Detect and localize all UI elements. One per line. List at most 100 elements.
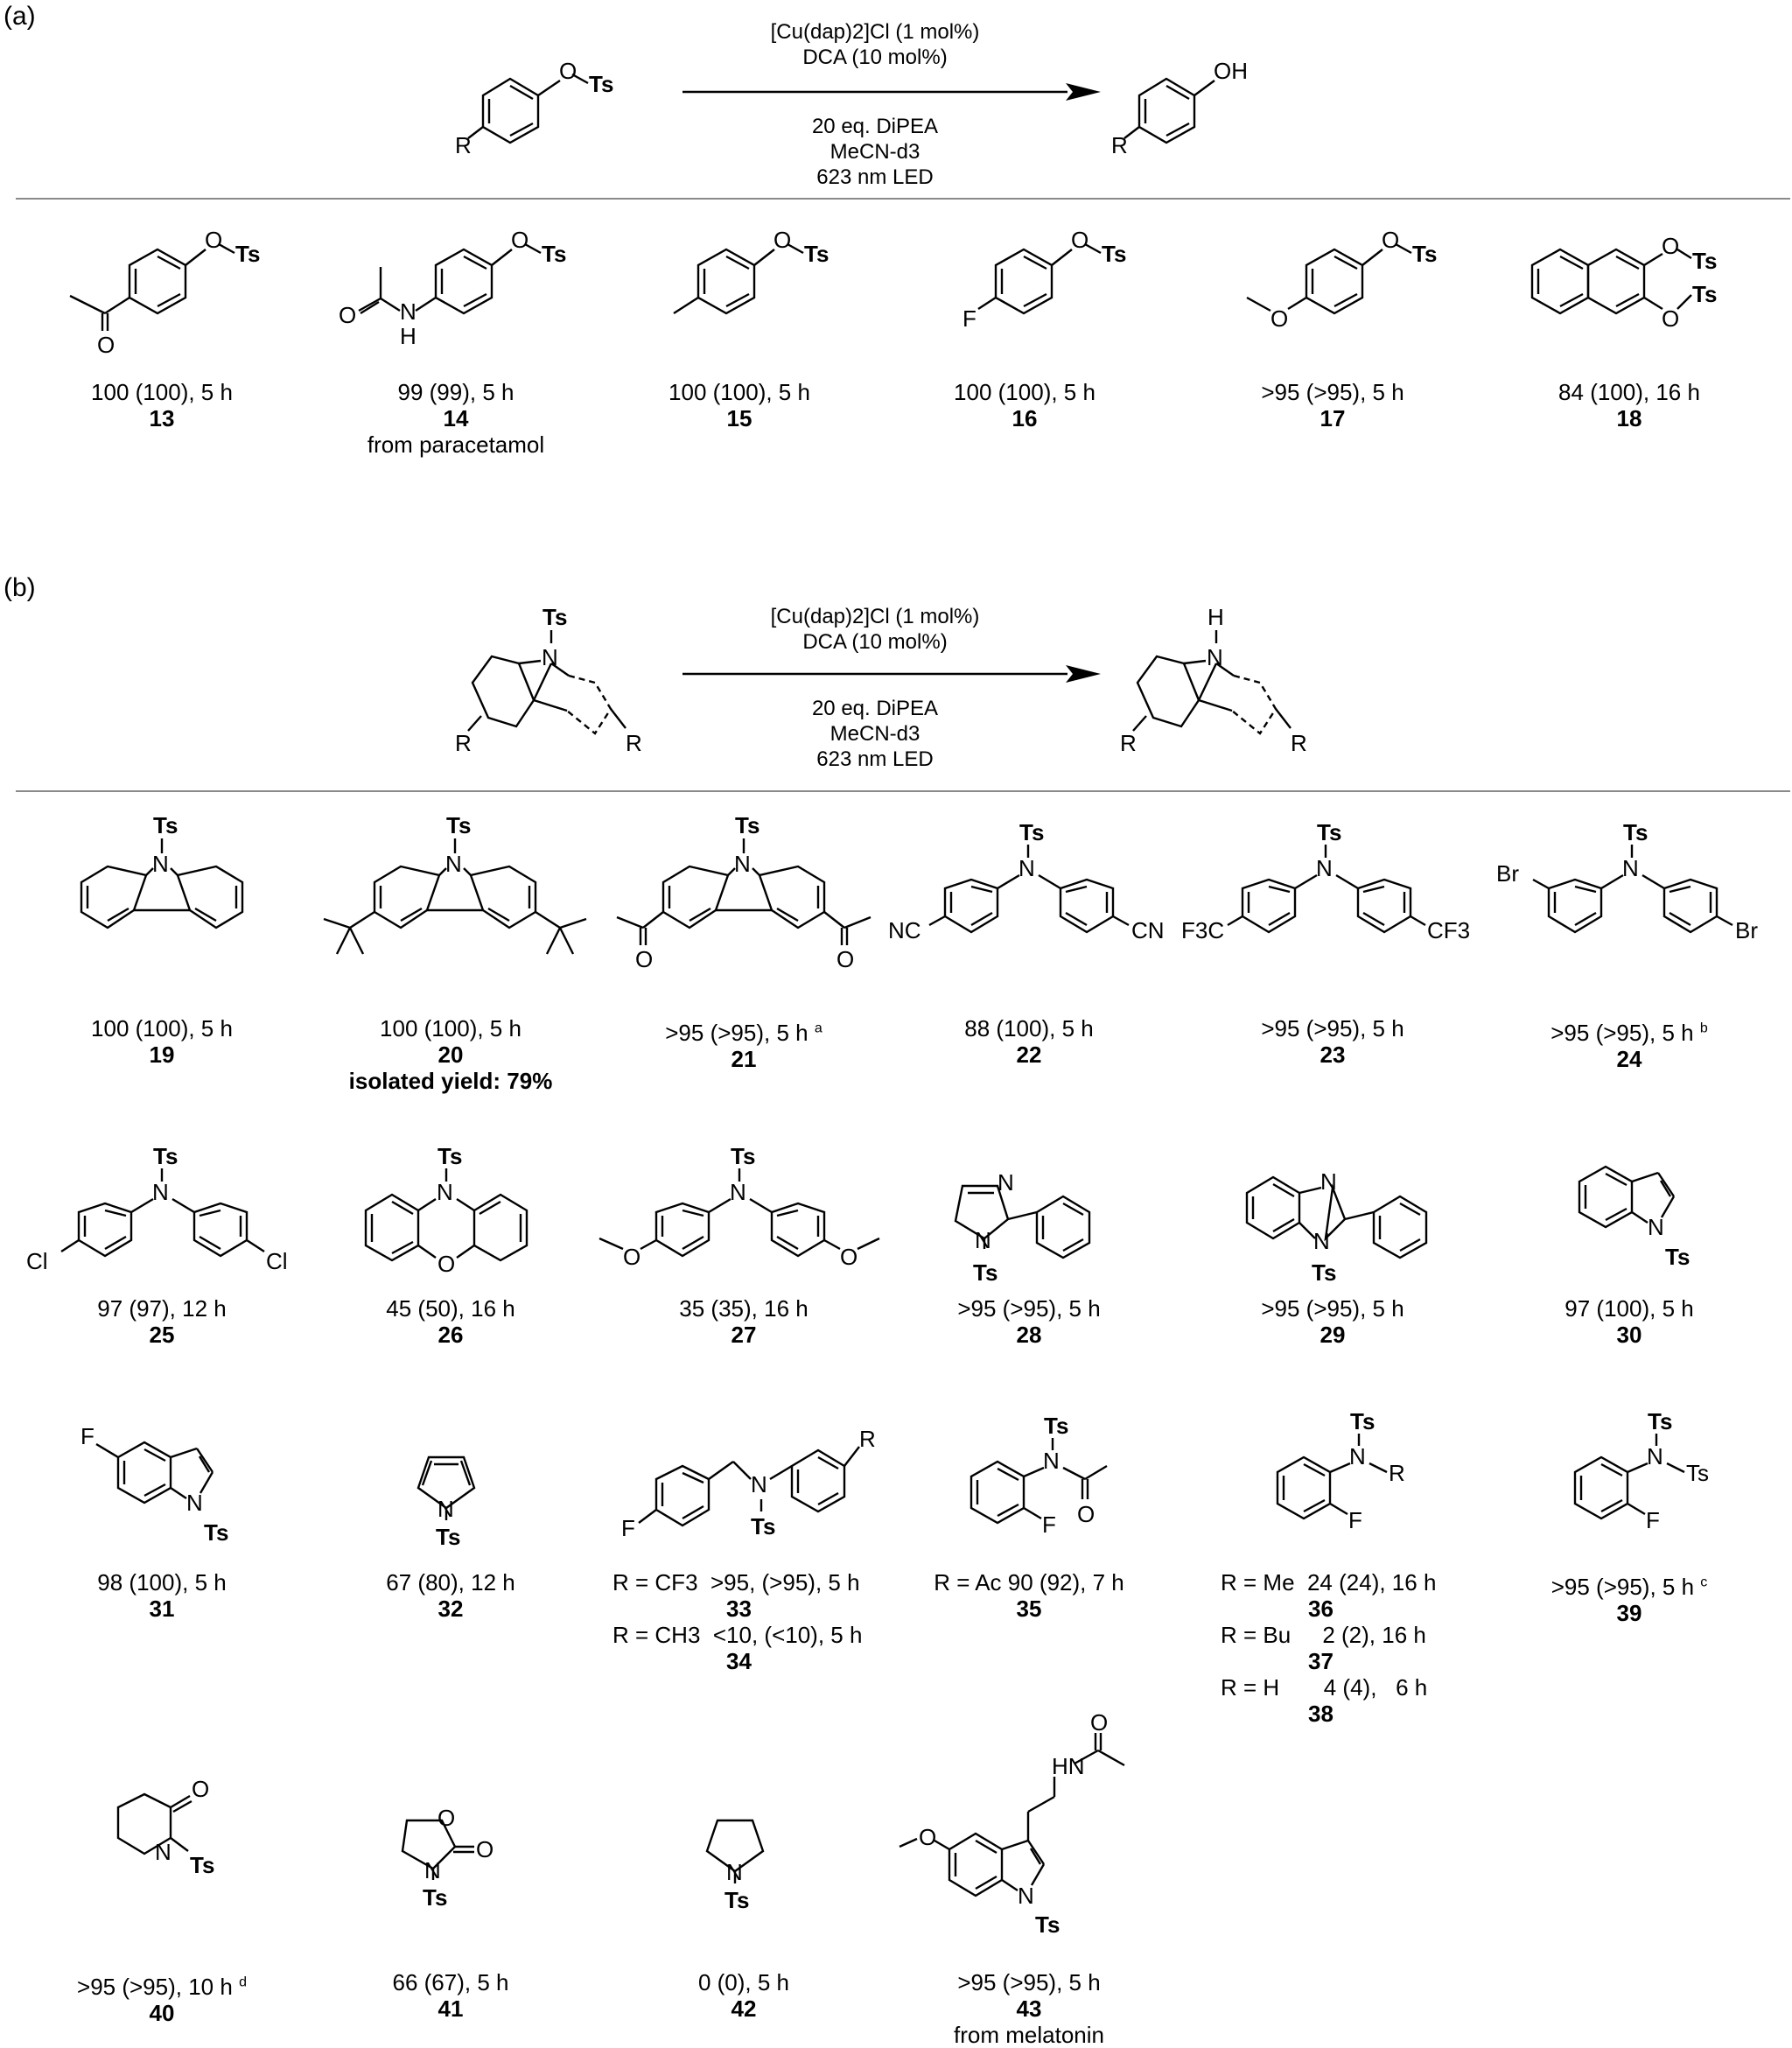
svg-text:Ts: Ts xyxy=(542,604,567,630)
cocatalyst-text: DCA (10 mol%) xyxy=(802,46,948,69)
svg-text:N: N xyxy=(445,851,462,877)
structure-25: Ts N Cl Cl xyxy=(18,1142,298,1291)
svg-text:Ts: Ts xyxy=(438,1143,462,1169)
svg-text:O: O xyxy=(205,227,222,253)
svg-text:N: N xyxy=(1316,855,1333,881)
svg-text:R: R xyxy=(1120,730,1137,756)
svg-text:Cl: Cl xyxy=(26,1248,48,1274)
structure-27: Ts N O O xyxy=(586,1142,892,1291)
svg-text:Ts: Ts xyxy=(190,1852,214,1878)
svg-text:Br: Br xyxy=(1735,917,1758,943)
svg-text:O: O xyxy=(1662,305,1679,332)
svg-text:N: N xyxy=(751,1471,767,1497)
structure-28: N N Ts xyxy=(936,1151,1129,1300)
base-text: 20 eq. DiPEA xyxy=(811,115,939,138)
svg-text:N: N xyxy=(1313,1228,1330,1254)
svg-text:N: N xyxy=(152,1179,169,1205)
svg-text:F: F xyxy=(80,1423,94,1449)
structure-24: Ts N Br Br xyxy=(1488,818,1776,967)
conditions-above-b: [Cu(dap)2]Cl (1 mol%) DCA (10 mol%) xyxy=(682,604,1068,655)
svg-text:N: N xyxy=(424,1857,441,1883)
svg-text:O: O xyxy=(438,1251,455,1277)
svg-text:N: N xyxy=(155,1839,172,1865)
svg-text:Ts: Ts xyxy=(1350,1408,1375,1434)
svg-text:N: N xyxy=(1622,855,1639,881)
svg-text:O: O xyxy=(919,1824,936,1850)
structure-23: Ts N F3C CF3 xyxy=(1177,818,1474,967)
svg-text:O: O xyxy=(1662,233,1679,259)
svg-text:O: O xyxy=(438,1805,455,1831)
structure-31: F N Ts xyxy=(79,1418,271,1567)
structure-17: O Ts O xyxy=(1208,214,1452,363)
svg-text:Ts: Ts xyxy=(1317,819,1341,845)
svg-text:N: N xyxy=(186,1490,203,1516)
structure-29: N N Ts xyxy=(1229,1151,1457,1300)
svg-text:Ts: Ts xyxy=(1412,241,1437,267)
svg-text:O: O xyxy=(192,1776,209,1802)
structure-18: O Ts Ts O xyxy=(1518,214,1746,363)
structure-33-34: F N Ts R xyxy=(595,1396,892,1571)
svg-text:Ts: Ts xyxy=(724,1887,749,1913)
svg-text:Ts: Ts xyxy=(1035,1911,1060,1938)
svg-text:Ts: Ts xyxy=(423,1884,447,1911)
svg-text:Ts: Ts xyxy=(1692,248,1717,274)
svg-text:R: R xyxy=(1389,1460,1405,1486)
svg-text:F: F xyxy=(1646,1507,1660,1533)
structure-39: Ts N F Ts xyxy=(1558,1400,1732,1549)
structure-40: O N Ts xyxy=(92,1768,249,1908)
svg-text:CF3: CF3 xyxy=(1427,917,1470,943)
svg-text:R: R xyxy=(455,730,472,756)
svg-text:Ts: Ts xyxy=(446,812,471,838)
svg-text:N: N xyxy=(542,644,558,670)
structure-30: N Ts xyxy=(1562,1142,1737,1282)
svg-text:N: N xyxy=(400,298,416,325)
svg-text:N: N xyxy=(1648,1214,1664,1240)
base-text-b: 20 eq. DiPEA xyxy=(811,697,939,720)
svg-text:Cl: Cl xyxy=(266,1248,288,1274)
svg-text:Ts: Ts xyxy=(1102,241,1126,267)
svg-text:OH: OH xyxy=(1214,58,1248,84)
svg-text:Ts: Ts xyxy=(973,1259,998,1286)
svg-text:Ts: Ts xyxy=(1648,1408,1672,1434)
svg-text:O: O xyxy=(511,227,528,253)
svg-text:N: N xyxy=(734,851,751,877)
svg-text:O: O xyxy=(559,58,577,84)
svg-text:O: O xyxy=(1382,227,1399,253)
structure-41: O O N Ts xyxy=(385,1794,525,1917)
catalyst-text-b: [Cu(dap)2]Cl (1 mol%) xyxy=(770,605,980,628)
structure-15: O Ts xyxy=(630,214,840,363)
svg-text:Ts: Ts xyxy=(1044,1413,1068,1439)
structure-43: O N Ts HN O xyxy=(884,1711,1164,1939)
svg-text:O: O xyxy=(635,946,653,972)
svg-text:CN: CN xyxy=(1131,917,1165,943)
svg-text:Ts: Ts xyxy=(153,812,178,838)
svg-text:F: F xyxy=(621,1515,635,1541)
svg-text:O: O xyxy=(1071,227,1088,253)
svg-text:N: N xyxy=(437,1179,453,1205)
svg-text:Br: Br xyxy=(1496,860,1519,887)
conditions-below-a: 20 eq. DiPEA MeCN-d3 623 nm LED xyxy=(682,114,1068,190)
svg-text:Ts: Ts xyxy=(153,1143,178,1169)
structure-26: Ts N O xyxy=(350,1142,560,1300)
cocatalyst-text-b: DCA (10 mol%) xyxy=(802,630,948,654)
svg-text:N: N xyxy=(726,1859,743,1885)
svg-text:H: H xyxy=(1208,604,1224,630)
reactant-aryl-tosylate: O Ts R xyxy=(455,48,656,162)
svg-text:O: O xyxy=(1077,1501,1095,1527)
structure-13: O Ts O xyxy=(52,214,271,363)
